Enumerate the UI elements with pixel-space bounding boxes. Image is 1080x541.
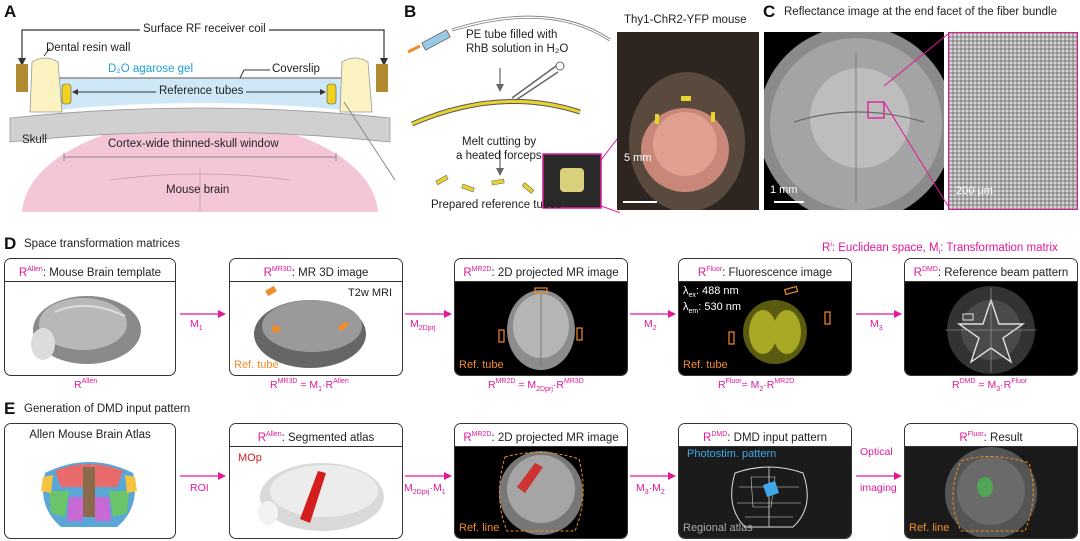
reflectance-title: Reflectance image at the end facet of th… xyxy=(784,6,1057,18)
coil-label: Surface RF receiver coil xyxy=(140,23,269,36)
panel-label-c: C xyxy=(763,2,776,21)
section-d-title: Space transformation matrices xyxy=(24,238,180,250)
card-allen-template: RAllen: Mouse Brain template xyxy=(4,258,176,376)
fluor-ref-label: Ref. tube xyxy=(683,359,728,371)
dmd-input-render xyxy=(731,466,808,528)
melt-label-1: Melt cutting by xyxy=(462,136,537,148)
coverslip-label: Coverslip xyxy=(272,63,320,75)
arrow-e2-label: M2Dprj·M1 xyxy=(404,482,446,496)
melt-label-2: a heated forceps xyxy=(456,150,542,162)
reflectance-image xyxy=(764,32,944,210)
arrow-d3-label: M2 xyxy=(644,318,657,332)
gel-label: D₂O agarose gel xyxy=(108,63,194,75)
mr3d-inner-label: T2w MRI xyxy=(348,287,392,299)
mr2d-render xyxy=(498,287,583,370)
card-segmented-atlas: RAllen: Segmented atlas MOp xyxy=(229,423,403,539)
d-flow-arrows xyxy=(180,310,902,318)
zoom-connector-lines xyxy=(883,33,949,207)
card-dmd-reference: RDMD: Reference beam pattern xyxy=(904,258,1078,376)
reflectance-scale-left: 1 mm xyxy=(770,184,798,196)
tube-label-2: RhB solution in H₂O xyxy=(466,43,569,55)
mr2d-roi-ref-label: Ref. line xyxy=(459,522,500,534)
emission-label: λem: 530 nm xyxy=(683,301,742,315)
reflectance-zoom-image xyxy=(948,32,1078,210)
card-dmd-input: RDMD: DMD input pattern Photostim. patte… xyxy=(678,423,852,539)
fluor-render xyxy=(728,285,831,364)
result-ref-label: Ref. line xyxy=(909,522,950,534)
excitation-label: λex: 488 nm xyxy=(683,285,739,299)
mr2d-ref-label: Ref. tube xyxy=(459,359,504,371)
mouse-scale-label: 5 mm xyxy=(624,152,652,164)
panel-label-a: A xyxy=(4,2,17,21)
allen-template-render xyxy=(31,296,141,364)
mop-label: MOp xyxy=(238,452,262,464)
prepared-label: Prepared reference tubes xyxy=(431,199,562,211)
regional-atlas-label: Regional atlas xyxy=(683,522,753,534)
card-mr2d: RMR2D: 2D projected MR image Ref. tube xyxy=(454,258,628,376)
caption-d1: RAllen xyxy=(74,378,98,391)
caption-d2: RMR3D = M1·RAllen xyxy=(270,378,349,393)
skull-label: Skull xyxy=(22,134,47,146)
arrow-e4-label-2: imaging xyxy=(860,482,897,494)
caption-d5: RDMD = M3·RFluor xyxy=(952,378,1028,393)
reflectance-scale-right: 200 μm xyxy=(956,185,993,197)
card-allen-atlas: Allen Mouse Brain Atlas xyxy=(4,423,176,539)
mouse-photo xyxy=(617,32,759,210)
photostim-label: Photostim. pattern xyxy=(687,448,777,460)
arrow-e3-label: M3·M2 xyxy=(636,482,665,496)
panel-label-b: B xyxy=(404,2,417,21)
tubes-label: Reference tubes xyxy=(156,85,247,98)
panel-label-e: E xyxy=(4,399,16,418)
brain-label: Mouse brain xyxy=(166,184,230,196)
card-fluor: RFluor: Fluorescence image λex: 488 nm λ… xyxy=(678,258,852,376)
card-mr2d-roi: RMR2D: 2D projected MR image Ref. line xyxy=(454,423,628,539)
legend: Ri: Euclidean space, Mi: Transformation … xyxy=(822,241,1058,256)
e-flow-arrows xyxy=(180,472,902,480)
mr3d-render xyxy=(254,285,366,368)
tube-label-1: PE tube filled with xyxy=(466,29,558,41)
result-render xyxy=(945,447,1037,538)
arrow-d4-label: M3 xyxy=(870,318,883,332)
panel-label-d: D xyxy=(4,234,17,253)
dmd-reference-render xyxy=(945,286,1037,374)
caption-d4: RFluor= M2·RMR2D xyxy=(718,378,795,393)
segmented-atlas-render xyxy=(258,463,384,531)
window-label: Cortex-wide thinned-skull window xyxy=(108,138,279,150)
mouse-photo-title: Thy1-ChR2-YFP mouse xyxy=(624,14,747,26)
head-preparation-schematic xyxy=(0,29,400,220)
card-mr3d: RMR3D: MR 3D image T2w MRI Ref. tube xyxy=(229,258,403,376)
mr3d-ref-label: Ref. tube xyxy=(234,359,279,371)
section-e-title: Generation of DMD input pattern xyxy=(24,403,191,415)
allen-atlas-render xyxy=(41,462,137,527)
wall-label: Dental resin wall xyxy=(46,42,131,54)
arrow-d2-label: M2Dprj xyxy=(410,318,436,332)
arrow-e4-label-1: Optical xyxy=(860,446,893,458)
arrow-e1-label: ROI xyxy=(190,482,209,494)
arrow-d1-label: M1 xyxy=(190,318,203,332)
card-result: RFluor: Result Ref. line xyxy=(904,423,1078,539)
mr2d-roi-render xyxy=(498,451,584,535)
caption-d3: RMR2D = M2Dprj·RMR3D xyxy=(488,378,584,393)
tube-preparation-schematic xyxy=(407,15,620,214)
